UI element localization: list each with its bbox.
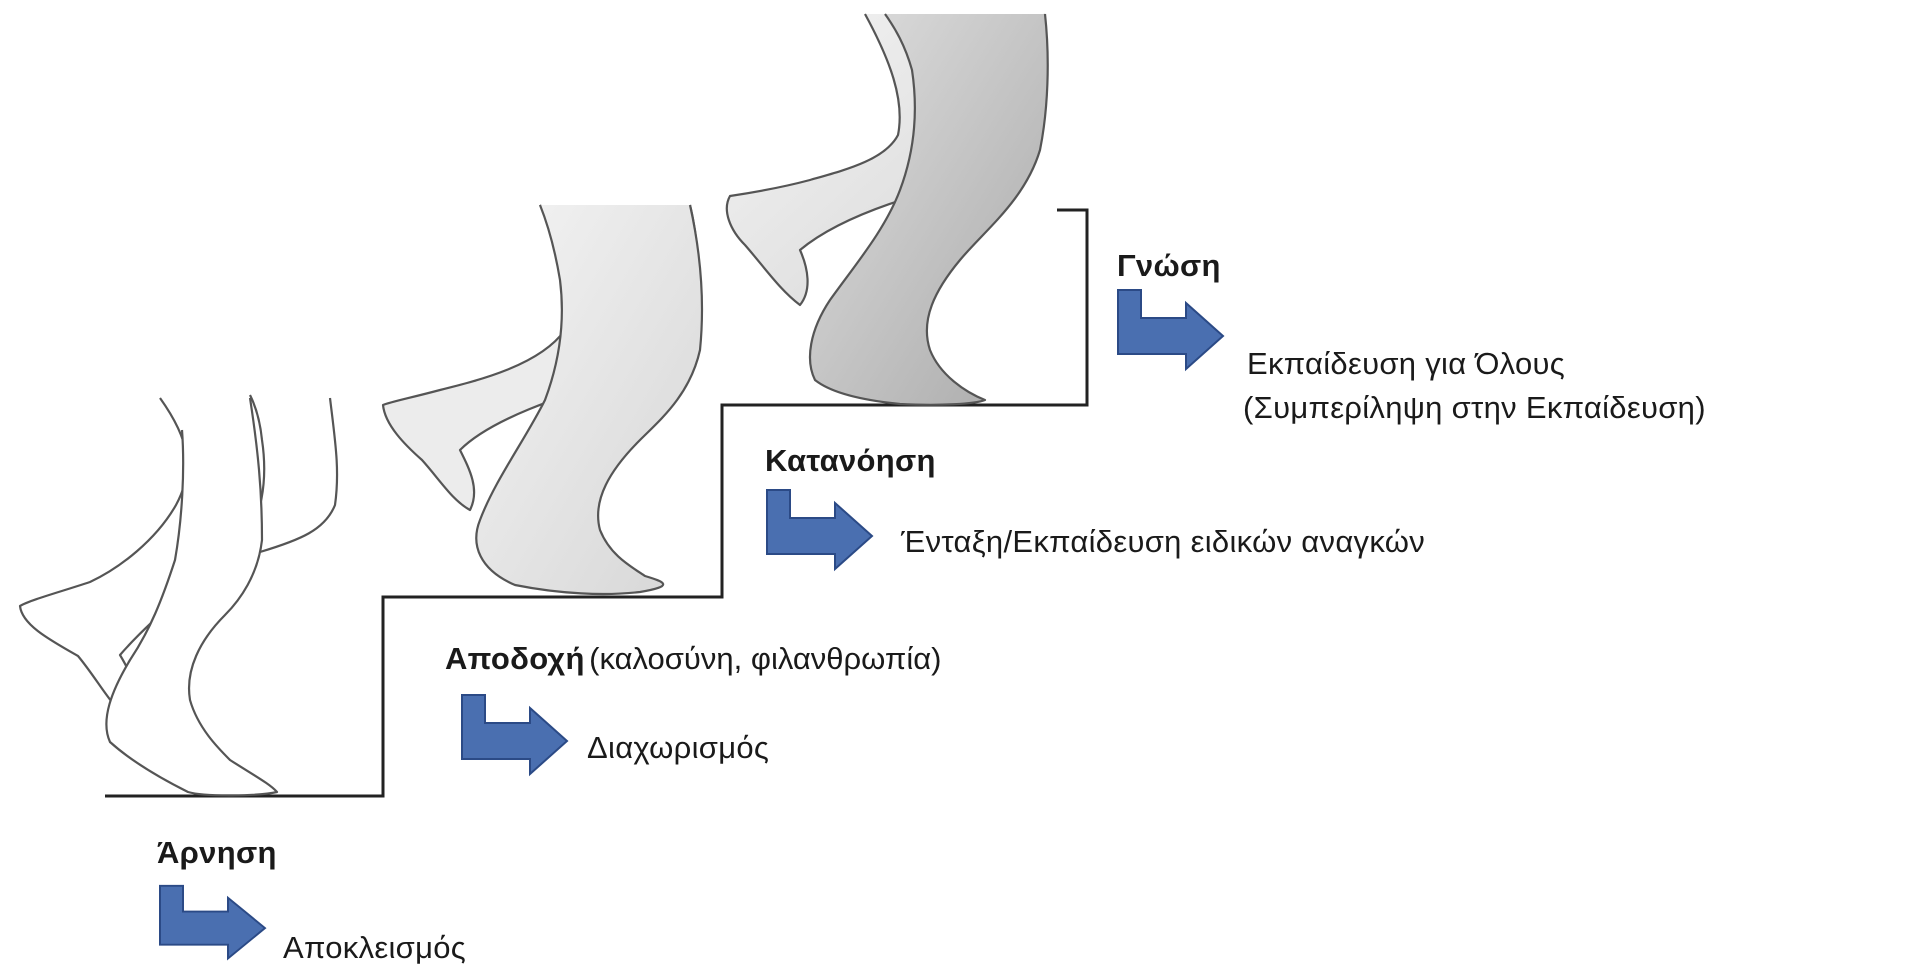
legs-step-2-illustration <box>383 205 702 594</box>
stage-1-label: Άρνηση <box>157 835 277 871</box>
arrow-stage-3-icon <box>767 490 872 569</box>
stage-2-note: (καλοσύνη, φιλανθρωπία) <box>589 641 941 676</box>
arrow-stage-4-icon <box>1118 290 1223 369</box>
stage-1-outcome: Αποκλεισμός <box>283 926 466 970</box>
stage-3-title: Κατανόηση <box>765 443 936 478</box>
stage-4-outcome-line-2: (Συμπερίληψη στην Εκπαίδευση) <box>1243 386 1706 430</box>
stage-4-outcome: Εκπαίδευση για Όλους (Συμπερίληψη στην Ε… <box>1247 342 1706 430</box>
stage-4-outcome-line-1: Εκπαίδευση για Όλους <box>1247 342 1706 386</box>
stage-2-title: Αποδοχή <box>445 641 585 676</box>
legs-step-3-illustration <box>727 14 1048 405</box>
stage-1-title: Άρνηση <box>157 835 277 870</box>
legs-step-1-illustration <box>20 395 337 795</box>
stage-2-label: Αποδοχή (καλοσύνη, φιλανθρωπία) <box>445 641 941 677</box>
stage-3-outcome: Ένταξη/Εκπαίδευση ειδικών αναγκών <box>901 520 1425 564</box>
stage-4-title: Γνώση <box>1117 248 1221 283</box>
arrow-stage-2-icon <box>462 695 567 774</box>
arrow-stage-1-icon <box>160 886 265 959</box>
stage-3-label: Κατανόηση <box>765 443 936 479</box>
stage-4-label: Γνώση <box>1117 248 1221 284</box>
stage-2-outcome: Διαχωρισμός <box>587 726 769 770</box>
